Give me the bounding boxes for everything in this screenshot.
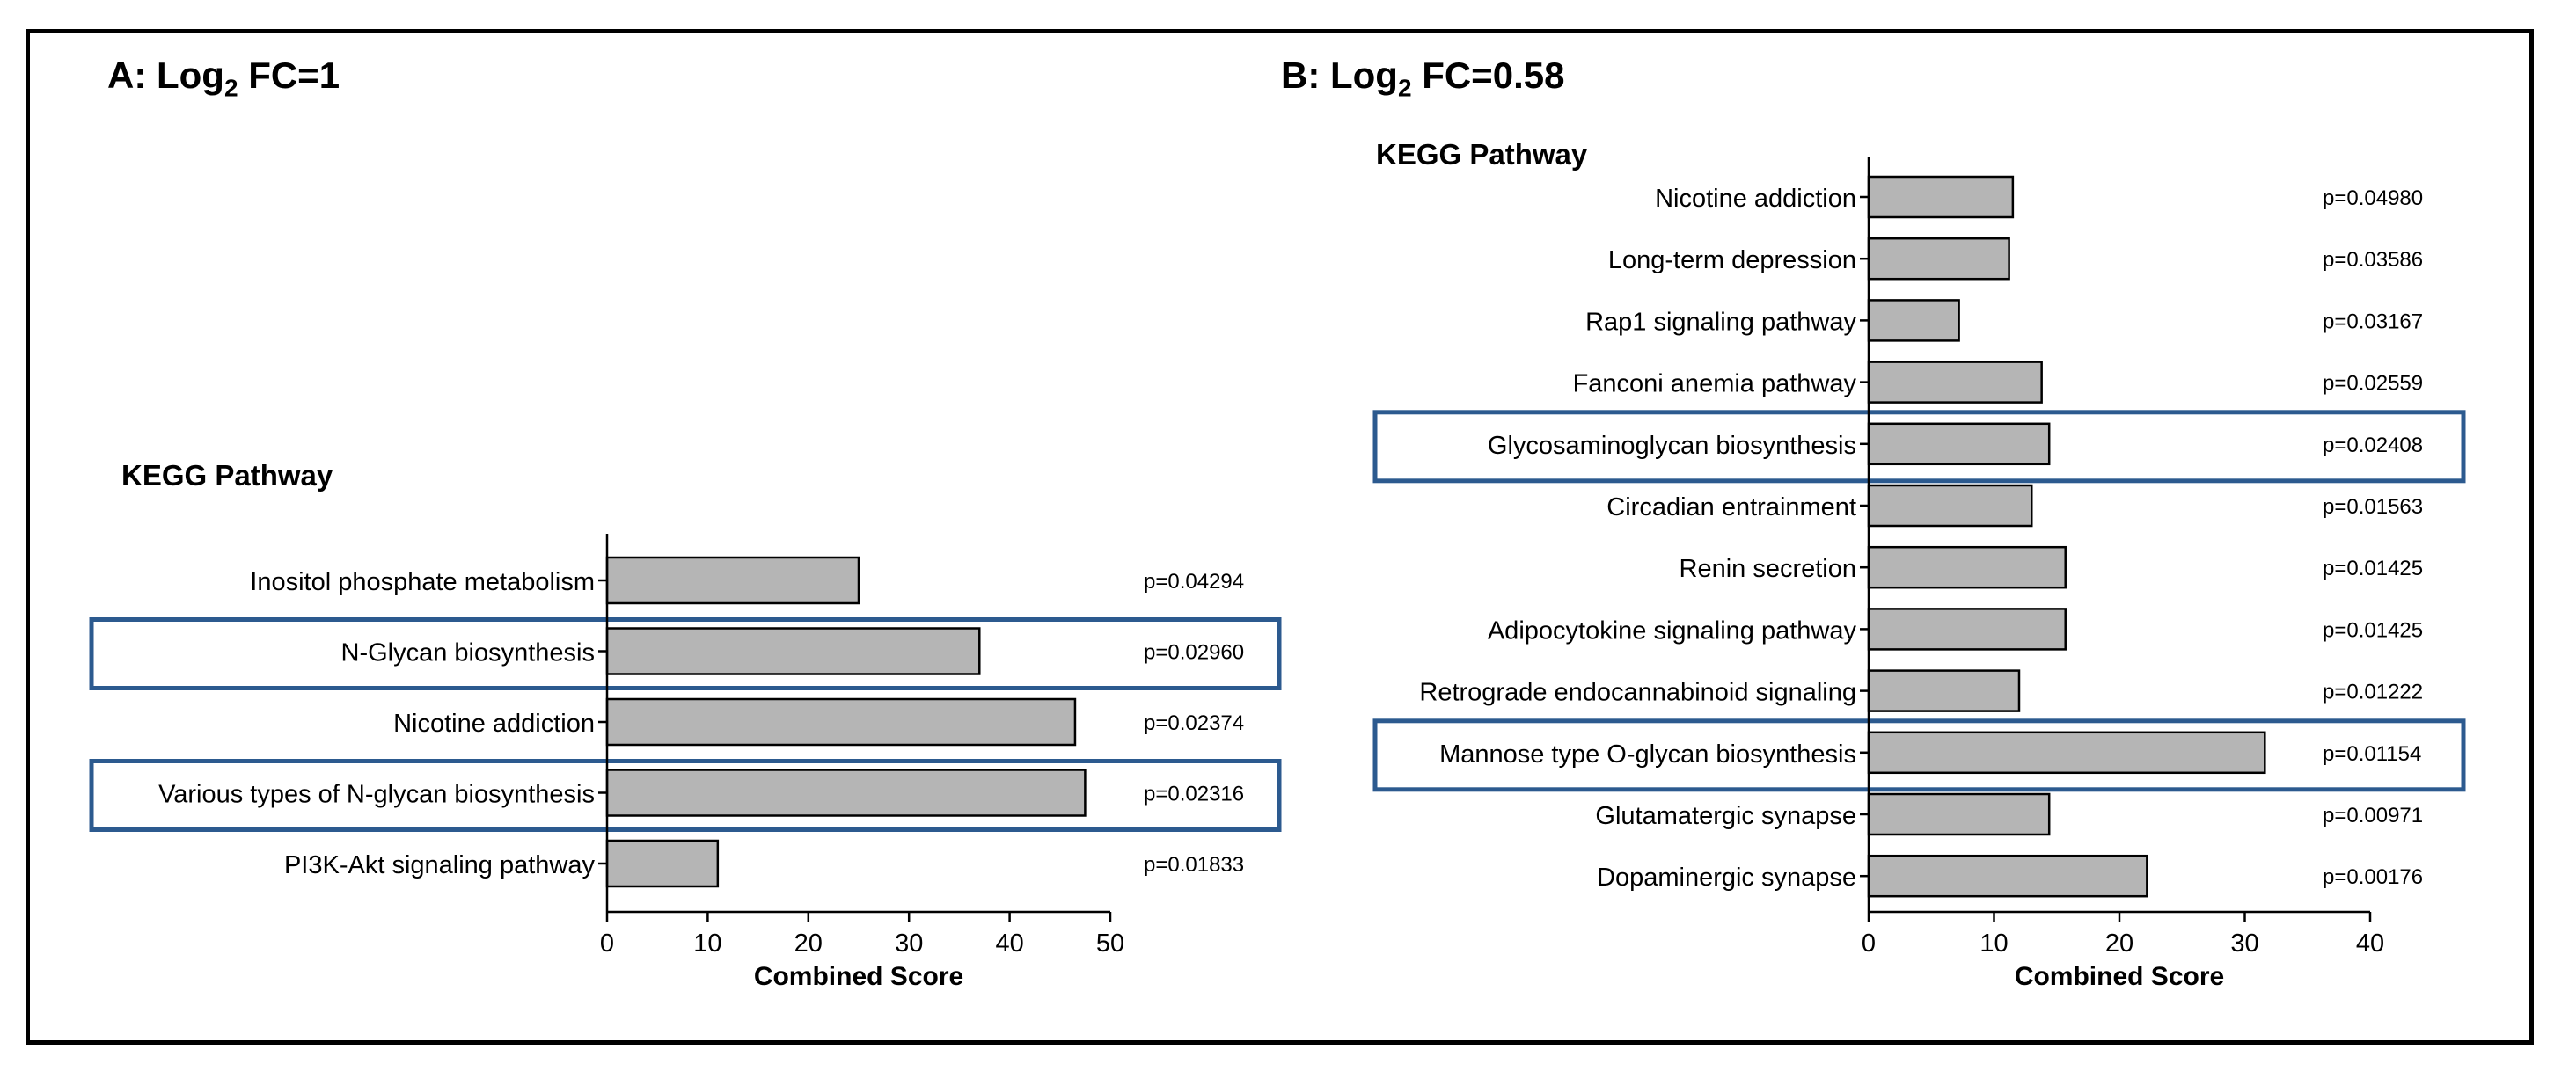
- panel-a-title-prefix: A: Log: [107, 55, 224, 96]
- x-tick-label: 50: [1096, 930, 1124, 958]
- category-label: Circadian entrainment: [1606, 493, 1856, 521]
- p-value-label: p=0.00176: [2323, 865, 2423, 889]
- x-tick-label: 30: [895, 930, 923, 958]
- p-value-label: p=0.01425: [2323, 557, 2423, 580]
- category-label: Mannose type O-glycan biosynthesis: [1439, 740, 1856, 769]
- panel-a-chart: Inositol phosphate metabolism p=0.04294N-…: [89, 534, 1282, 991]
- x-axis-label: Combined Score: [754, 962, 963, 991]
- category-label: Adipocytokine signaling pathway: [1488, 616, 1857, 645]
- bar: [1867, 361, 2043, 404]
- x-tick-label: 0: [1862, 930, 1876, 958]
- p-value-label: p=0.03167: [2323, 310, 2423, 333]
- p-value-label: p=0.03586: [2323, 248, 2423, 272]
- x-tick-label: 40: [2356, 930, 2384, 958]
- category-label: Renin secretion: [1680, 555, 1857, 583]
- panel-a-kegg-heading: KEGG Pathway: [121, 459, 333, 492]
- bar: [1867, 854, 2148, 898]
- bar: [605, 697, 1077, 747]
- bar: [1867, 299, 1960, 342]
- bar: [1867, 422, 2051, 466]
- bar: [1867, 792, 2051, 836]
- panel-b-kegg-heading: KEGG Pathway: [1376, 138, 1588, 171]
- bar: [1867, 545, 2067, 589]
- bar: [605, 627, 981, 675]
- bar: [1867, 175, 2015, 219]
- x-tick-label: 20: [794, 930, 823, 958]
- bar: [1867, 731, 2266, 775]
- bar: [1867, 608, 2067, 651]
- highlight-box: [89, 617, 1282, 690]
- category-label: Long-term depression: [1608, 246, 1856, 274]
- figure-border: [26, 29, 2534, 1045]
- p-value-label: p=0.01222: [2323, 681, 2423, 704]
- p-value-label: p=0.02374: [1144, 711, 1244, 735]
- x-axis-label: Combined Score: [2015, 962, 2224, 991]
- category-label: N-Glycan biosynthesis: [341, 639, 596, 667]
- panel-a-title-subscript: 2: [223, 74, 238, 102]
- panel-b-title-subscript: 2: [1397, 74, 1412, 102]
- category-label: Nicotine addiction: [393, 710, 595, 738]
- panel-b-title: B: Log2 FC=0.58: [1281, 55, 1564, 102]
- p-value-label: p=0.01833: [1144, 853, 1244, 877]
- p-value-label: p=0.04980: [2323, 186, 2423, 210]
- category-label: Dopaminergic synapse: [1597, 864, 1856, 892]
- category-label: Glycosaminoglycan biosynthesis: [1488, 432, 1856, 460]
- category-label: Fanconi anemia pathway: [1573, 370, 1857, 398]
- bar: [1867, 237, 2010, 281]
- p-value-label: p=0.02559: [2323, 372, 2423, 396]
- category-label: Rap1 signaling pathway: [1585, 308, 1856, 336]
- p-value-label: p=0.04294: [1144, 570, 1244, 594]
- x-tick-label: 0: [600, 930, 614, 958]
- panel-a-title-suffix: FC=1: [238, 55, 340, 96]
- bar: [1867, 669, 2021, 712]
- category-label: Retrograde endocannabinoid signaling: [1419, 679, 1856, 707]
- highlight-box: [1372, 410, 2466, 484]
- category-label: Inositol phosphate metabolism: [250, 568, 595, 596]
- bar: [605, 839, 720, 888]
- category-label: Nicotine addiction: [1655, 185, 1856, 213]
- category-label: Glutamatergic synapse: [1595, 802, 1856, 830]
- highlight-box: [89, 759, 1282, 832]
- x-tick-label: 40: [995, 930, 1023, 958]
- x-tick-label: 20: [2105, 930, 2133, 958]
- category-label: PI3K-Akt signaling pathway: [284, 851, 596, 879]
- panel-b-title-prefix: B: Log: [1281, 55, 1398, 96]
- x-tick-label: 30: [2230, 930, 2258, 958]
- bar: [605, 769, 1087, 817]
- p-value-label: p=0.01563: [2323, 495, 2423, 519]
- x-tick-label: 10: [1980, 930, 2008, 958]
- category-label: Various types of N-glycan biosynthesis: [158, 781, 595, 809]
- p-value-label: p=0.00971: [2323, 804, 2423, 827]
- panel-a-title: A: Log2 FC=1: [107, 55, 340, 102]
- p-value-label: p=0.02960: [1144, 641, 1244, 665]
- panel-b-title-suffix: FC=0.58: [1411, 55, 1565, 96]
- bar: [1867, 484, 2033, 528]
- p-value-label: p=0.01425: [2323, 618, 2423, 642]
- p-value-label: p=0.01154: [2323, 742, 2421, 766]
- x-tick-label: 10: [693, 930, 721, 958]
- bar: [605, 556, 860, 605]
- p-value-label: p=0.02408: [2323, 434, 2423, 457]
- highlight-box: [1372, 718, 2466, 792]
- p-value-label: p=0.02316: [1144, 783, 1244, 806]
